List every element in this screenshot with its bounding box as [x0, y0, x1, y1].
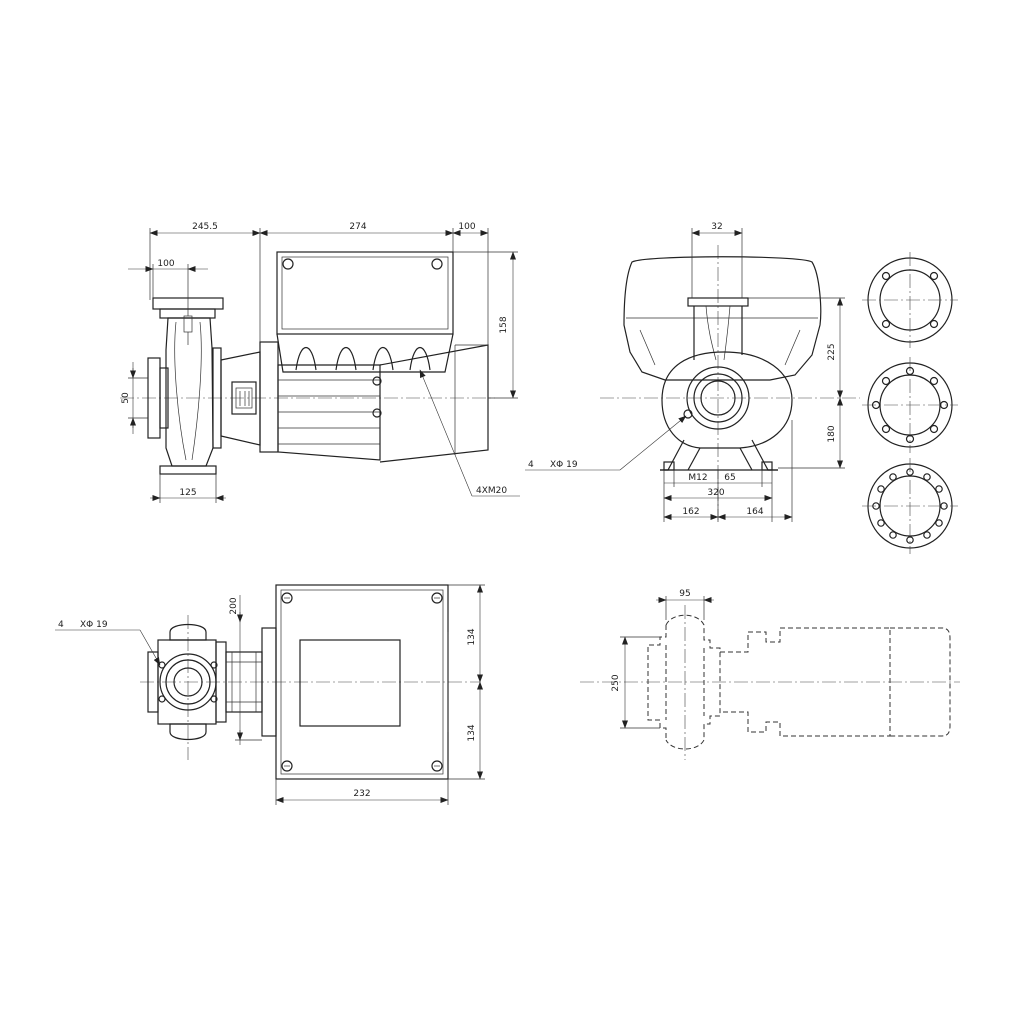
dim-flange-offset: 200	[229, 597, 239, 614]
dim-box-width: 232	[353, 789, 370, 799]
dim-outline-height: 250	[611, 674, 621, 691]
flange-4-hole	[862, 252, 958, 348]
label-hole-diameter: XΦ 19	[550, 460, 578, 470]
dim-height-upper: 225	[827, 343, 837, 360]
dim-left-half: 162	[682, 507, 699, 517]
dim-half-upper: 134	[467, 628, 477, 645]
label-top-hole-diameter: XΦ 19	[80, 620, 108, 630]
label-cable-entries: 4XM20	[476, 486, 507, 496]
label-top-holes-count: 4	[58, 620, 64, 630]
label-foot-thread: M12	[688, 473, 707, 483]
dim-head-width: 95	[679, 589, 690, 599]
flange-variants	[862, 252, 958, 554]
dim-right-half: 164	[746, 507, 763, 517]
front-view: 32 225 180 4 XΦ 19 M12 65 320 162 164	[525, 222, 860, 522]
dim-half-lower: 134	[467, 724, 477, 741]
dim-height-lower: 180	[827, 425, 837, 442]
dim-motor-length: 274	[349, 222, 366, 232]
flange-8-hole	[862, 357, 958, 453]
dim-height-box: 158	[499, 316, 509, 333]
dim-top-flange: 100	[157, 259, 174, 269]
label-holes-count: 4	[528, 460, 534, 470]
dim-foot-span: 320	[707, 488, 724, 498]
side-view: 245.5 274 100 100 158 50 125	[120, 222, 520, 503]
outline-view: 95 250	[580, 589, 960, 760]
dim-foot-gap: 65	[724, 473, 735, 483]
flange-12-hole	[862, 458, 958, 554]
top-view: 4 XΦ 19 200 134 134 232	[55, 584, 485, 805]
dim-motor-tail: 100	[458, 222, 475, 232]
dim-flange-height: 50	[121, 392, 131, 404]
dim-outlet-offset: 32	[711, 222, 722, 232]
dim-overall-pump: 245.5	[192, 222, 218, 232]
dim-base-width: 125	[179, 488, 196, 498]
